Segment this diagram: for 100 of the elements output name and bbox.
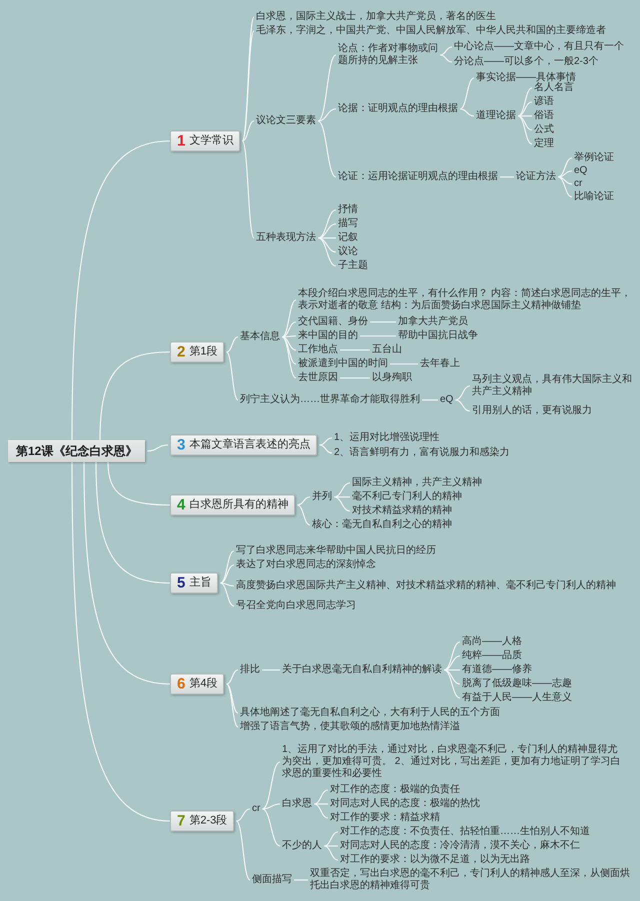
subtopic-text: cr bbox=[252, 803, 260, 815]
subtopic-text: 毛泽东，字润之，中国共产党、中国人民解放军、中华人民共和国的主要缔造者 bbox=[256, 25, 606, 37]
branch-line bbox=[444, 669, 460, 671]
branch-line bbox=[334, 482, 350, 498]
branch-line bbox=[460, 77, 474, 110]
branch-line bbox=[558, 176, 572, 185]
subtopic-text: 以身殉职 bbox=[372, 372, 412, 384]
branch-line bbox=[282, 300, 296, 338]
subtopic-text: 帮助中国抗日战争 bbox=[398, 330, 478, 342]
topic-number: 7 bbox=[177, 814, 186, 828]
subtopic-text: 加拿大共产党员 bbox=[398, 316, 468, 328]
branch-line bbox=[226, 352, 238, 400]
subtopic-text: 马列主义观点，具有伟大国际主义和共产主义精神 bbox=[472, 374, 632, 398]
branch-line bbox=[318, 108, 336, 122]
subtopic-text: 列宁主义认为……世界革命才能取得胜利 bbox=[240, 394, 420, 406]
branch-line bbox=[226, 669, 238, 685]
subtopic-text: 有道德——修养 bbox=[462, 664, 532, 676]
subtopic-text: 对工作的要求：以为微不足道，以为无出路 bbox=[340, 854, 530, 866]
subtopic-text: 定理 bbox=[534, 138, 554, 150]
main-topic bbox=[170, 130, 240, 152]
subtopic-text: 关于白求恩毫无自私自利精神的解读 bbox=[282, 664, 442, 676]
branch-line bbox=[518, 101, 532, 117]
main-topic bbox=[170, 434, 318, 456]
subtopic-text: 五种表现方法 bbox=[256, 232, 316, 244]
branch-line bbox=[242, 120, 254, 142]
subtopic-text: 高尚——人格 bbox=[462, 636, 522, 648]
branch-line bbox=[236, 808, 250, 822]
branch-line bbox=[282, 321, 296, 338]
topic-number: 3 bbox=[177, 438, 186, 452]
subtopic-text: 引用别人的话，更有说服力 bbox=[472, 405, 592, 417]
branch-line bbox=[297, 504, 310, 526]
branch-line bbox=[455, 399, 470, 412]
branch-line bbox=[444, 641, 460, 671]
subtopic-text: 去年春上 bbox=[420, 358, 460, 370]
subtopic-text: 不少的人 bbox=[282, 840, 322, 852]
branch-line bbox=[95, 462, 170, 584]
branch-line bbox=[236, 820, 250, 880]
branch-line bbox=[297, 496, 310, 506]
topic-number: 4 bbox=[177, 498, 186, 512]
main-topic bbox=[170, 342, 224, 362]
subtopic-text: cr bbox=[574, 178, 582, 190]
branch-line bbox=[444, 669, 460, 699]
subtopic-text: eQ bbox=[440, 394, 454, 406]
branch-line bbox=[558, 170, 572, 178]
branch-line bbox=[262, 803, 280, 810]
subtopic-text: 论证：运用论据证明观点的理由根据 bbox=[338, 171, 498, 183]
subtopic-text: 抒情 bbox=[338, 204, 358, 216]
subtopic-text: 对同志对人民的态度：极端的热忱 bbox=[330, 798, 480, 810]
subtopic-text: 五台山 bbox=[372, 344, 402, 356]
branch-line bbox=[318, 209, 336, 239]
branch-line bbox=[360, 335, 396, 337]
branch-line bbox=[262, 808, 280, 847]
branch-line bbox=[334, 496, 350, 498]
main-topic bbox=[170, 494, 296, 516]
subtopic-text: 论证方法 bbox=[516, 171, 556, 183]
topic-number: 2 bbox=[177, 344, 186, 360]
topic-title: 主旨 bbox=[189, 576, 212, 590]
branch-line bbox=[242, 140, 254, 238]
branch-line bbox=[318, 237, 336, 267]
branch-line bbox=[220, 550, 234, 584]
branch-line bbox=[220, 582, 234, 587]
branch-line bbox=[262, 762, 280, 810]
topic-number: 5 bbox=[177, 576, 186, 590]
branch-line bbox=[226, 684, 238, 728]
subtopic-text: 对工作的态度：不负责任、拈轻怕重……生怕别人不知道 bbox=[340, 826, 590, 838]
branch-line bbox=[147, 444, 168, 452]
branch-line bbox=[390, 363, 418, 365]
subtopic-text: 2、语言鲜明有力，富有说服力和感染力 bbox=[334, 447, 510, 459]
topic-title: 第2-3段 bbox=[189, 814, 228, 828]
subtopic-text: 去世原因 bbox=[298, 372, 338, 384]
subtopic-text: 比喻论证 bbox=[574, 191, 614, 203]
branch-line bbox=[226, 336, 238, 353]
branch-line bbox=[294, 879, 308, 881]
branch-line bbox=[518, 115, 532, 131]
main-topic bbox=[170, 674, 224, 694]
subtopic-text: 工作地点 bbox=[298, 344, 338, 356]
branch-line bbox=[558, 176, 572, 198]
subtopic-text: 对技术精益求精的精神 bbox=[352, 505, 452, 517]
subtopic-text: 1、运用了对比的手法，通过对比，白求恩毫不利己，专门利人的精神显得尤为突出，更加难得可贵。 2、通过对比，写出差距，更加有力地证明了学习白求恩的重要性和必要性 bbox=[282, 744, 627, 780]
branch-line bbox=[262, 669, 280, 671]
subtopic-text: 论点：作者对事物或问题所持的见解主张 bbox=[338, 43, 438, 67]
branch-line bbox=[444, 669, 460, 685]
branch-line bbox=[107, 462, 170, 506]
subtopic-text: 基本信息 bbox=[240, 331, 280, 343]
subtopic-text: 毫不利己专门利人的精神 bbox=[352, 491, 462, 503]
branch-line bbox=[558, 157, 572, 178]
branch-line bbox=[324, 845, 338, 847]
branch-line bbox=[324, 831, 338, 847]
subtopic-text: 增强了语言气势，使其歌颂的感情更加地热情洋溢 bbox=[240, 721, 460, 733]
subtopic-text: 名人名言 bbox=[534, 82, 574, 94]
subtopic-text: 议论文三要素 bbox=[256, 115, 316, 127]
branch-line bbox=[444, 655, 460, 671]
main-topic bbox=[170, 572, 218, 594]
subtopic-text: 具体地阐述了毫无自私自利之心，大有利于人民的五个方面 bbox=[240, 707, 500, 719]
branch-line bbox=[340, 349, 370, 351]
central-topic bbox=[8, 440, 146, 462]
branch-line bbox=[99, 351, 170, 440]
branch-line bbox=[318, 237, 336, 239]
subtopic-text: 被派遣到中国的时间 bbox=[298, 358, 388, 370]
branch-line bbox=[422, 399, 438, 401]
